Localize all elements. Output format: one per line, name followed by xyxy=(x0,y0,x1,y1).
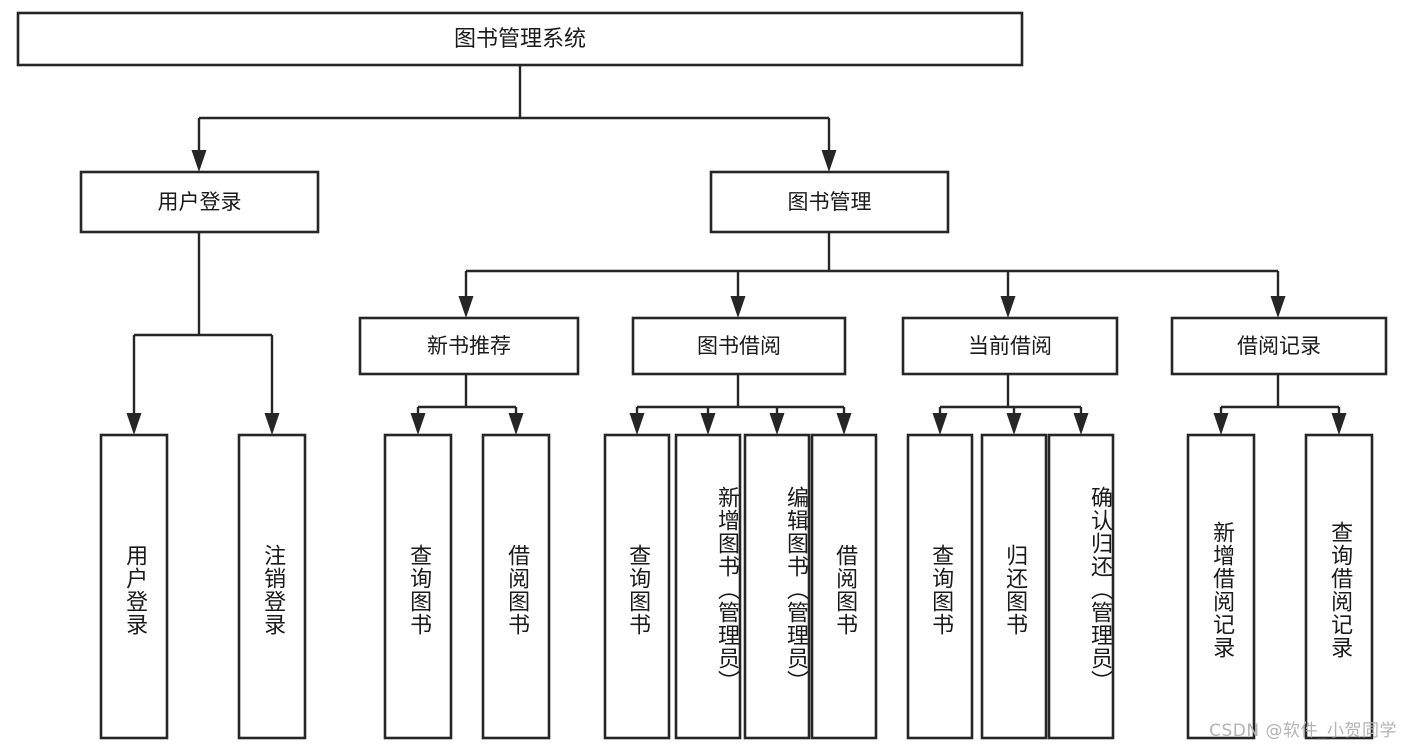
arrow-head-icon xyxy=(1331,413,1347,435)
node-box-root[interactable] xyxy=(16,11,1024,67)
node-label-book-borrow: 图书借阅 xyxy=(697,334,781,358)
node-box-leaf-query-book-1[interactable] xyxy=(383,433,453,740)
arrow-head-icon xyxy=(458,296,474,318)
arrow-head-icon xyxy=(836,413,852,435)
node-box-leaf-user-logout[interactable] xyxy=(237,433,307,740)
arrow-head-icon xyxy=(126,413,142,435)
arrow-head-icon xyxy=(629,413,645,435)
node-label-user-login: 用户登录 xyxy=(158,190,242,214)
arrow-head-icon xyxy=(1270,296,1286,318)
arrow-head-icon xyxy=(1006,413,1022,435)
node-label-new-book-rec: 新书推荐 xyxy=(427,334,511,358)
arrow-head-icon xyxy=(1000,296,1016,318)
node-box-leaf-add-record[interactable] xyxy=(1186,433,1256,740)
node-box-leaf-confirm-return[interactable] xyxy=(1047,433,1115,740)
arrow-head-icon xyxy=(730,296,746,318)
node-box-leaf-borrow-book-1[interactable] xyxy=(481,433,551,740)
node-box-current-borrow[interactable] xyxy=(901,316,1119,376)
node-box-new-book-rec[interactable] xyxy=(358,316,580,376)
node-box-book-borrow[interactable] xyxy=(631,316,847,376)
node-box-leaf-borrow-book-2[interactable] xyxy=(810,433,878,740)
node-box-book-manage[interactable] xyxy=(709,170,950,234)
arrow-head-icon xyxy=(1073,413,1089,435)
node-label-root: 图书管理系统 xyxy=(454,27,586,52)
node-box-borrow-record[interactable] xyxy=(1170,316,1388,376)
node-box-leaf-query-record[interactable] xyxy=(1304,433,1374,740)
arrow-head-icon xyxy=(700,413,716,435)
arrow-head-icon xyxy=(1213,413,1229,435)
node-box-leaf-edit-book[interactable] xyxy=(743,433,811,740)
node-label-current-borrow: 当前借阅 xyxy=(968,334,1052,358)
watermark-text: CSDN @软件_小贺同学 xyxy=(1209,721,1397,741)
node-box-leaf-query-book-2[interactable] xyxy=(603,433,671,740)
node-box-leaf-user-login[interactable] xyxy=(99,433,169,740)
arrow-head-icon xyxy=(191,150,207,172)
arrow-head-icon xyxy=(264,413,280,435)
node-label-book-manage: 图书管理 xyxy=(788,190,872,214)
arrow-head-icon xyxy=(769,413,785,435)
node-box-user-login[interactable] xyxy=(79,170,320,234)
arrow-head-icon xyxy=(932,413,948,435)
node-label-borrow-record: 借阅记录 xyxy=(1237,334,1321,358)
connector-layer xyxy=(126,65,1347,435)
node-box-leaf-query-book-3[interactable] xyxy=(906,433,974,740)
node-box-leaf-add-book[interactable] xyxy=(674,433,742,740)
arrow-head-icon xyxy=(821,150,837,172)
node-box-leaf-return-book[interactable] xyxy=(980,433,1048,740)
arrow-head-icon xyxy=(410,413,426,435)
arrow-head-icon xyxy=(508,413,524,435)
